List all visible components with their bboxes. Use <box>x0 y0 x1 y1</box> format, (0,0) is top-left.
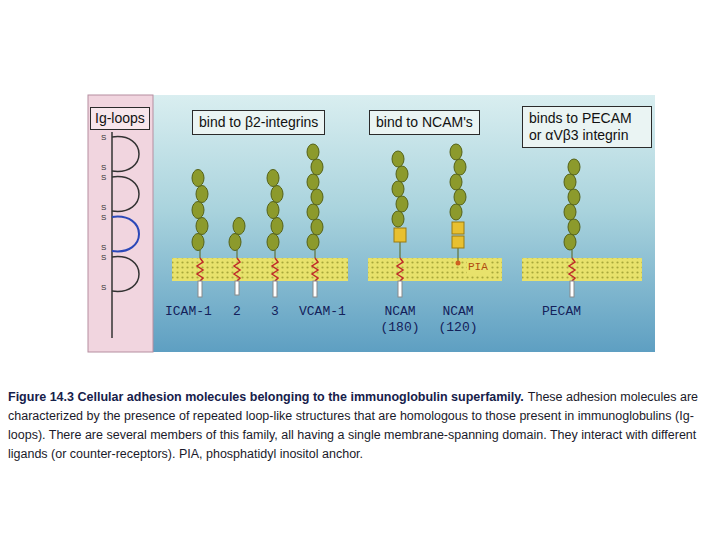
ig-domain <box>450 144 462 160</box>
transmembrane-segment <box>569 258 575 281</box>
box-text: bind to NCAM's <box>376 114 473 131</box>
anchor-label: PIA <box>467 261 489 274</box>
ig-domain <box>311 189 323 205</box>
ig-loop <box>112 177 139 212</box>
membrane <box>172 258 348 281</box>
molecule-name: ICAM-1 <box>165 304 212 320</box>
ig-domain <box>392 211 404 227</box>
ig-domain <box>192 170 204 187</box>
ig-loop <box>112 217 139 252</box>
box-text: binds to PECAM or αVβ3 integrin <box>529 110 645 144</box>
stem <box>200 250 201 258</box>
binding-label-box: bind to β2-integrins <box>192 110 325 135</box>
molecule-name: VCAM-1 <box>299 304 346 320</box>
figure-title: Figure 14.3 Cellular adhesion molecules … <box>8 390 524 404</box>
disulfide-mark: S <box>101 173 106 183</box>
ig-domain <box>307 144 319 160</box>
disulfide-mark: S <box>101 133 106 143</box>
molecule-name: NCAM (120) <box>436 304 480 335</box>
ig-domain <box>307 204 319 220</box>
ig-domain <box>196 218 208 235</box>
disulfide-mark: S <box>101 213 106 223</box>
ig-domain <box>392 181 404 197</box>
ig-domain <box>196 186 208 203</box>
ig-domain <box>568 159 580 175</box>
disulfide-mark: S <box>101 163 106 173</box>
ig-domain <box>454 189 466 205</box>
cytoplasmic-tail <box>398 281 402 297</box>
ig-domain <box>311 159 323 175</box>
box-text: bind to β2-integrins <box>199 114 318 131</box>
ig-domain <box>192 234 204 251</box>
ig-domain <box>568 219 580 235</box>
ig-domain <box>564 174 576 190</box>
transmembrane-segment <box>197 258 203 281</box>
disulfide-mark: S <box>101 253 106 263</box>
fibronectin-domain <box>452 222 464 234</box>
cytoplasmic-tail <box>273 281 277 297</box>
ig-domain <box>267 170 279 187</box>
disulfide-mark: S <box>101 283 106 293</box>
fibronectin-domain <box>394 228 406 242</box>
cytoplasmic-tail <box>570 281 574 297</box>
ig-domain <box>307 234 319 250</box>
disulfide-mark: S <box>101 203 106 213</box>
ig-domain <box>450 204 462 220</box>
stem <box>400 242 401 258</box>
transmembrane-segment <box>397 258 403 281</box>
ig-loop <box>112 257 139 292</box>
ig-domain <box>307 174 319 190</box>
molecule-name: 2 <box>233 304 241 320</box>
box-text: Ig-loops <box>95 110 145 127</box>
chain-line <box>111 132 113 338</box>
ig-domain <box>267 202 279 219</box>
ig-domain <box>396 196 408 212</box>
disulfide-mark: S <box>101 243 106 253</box>
stem <box>275 250 276 258</box>
binding-label-box: binds to PECAM or αVβ3 integrin <box>522 106 652 148</box>
scene-background <box>153 95 655 352</box>
cytoplasmic-tail <box>198 281 202 297</box>
figure-caption: Figure 14.3 Cellular adhesion molecules … <box>8 388 714 464</box>
transmembrane-segment <box>312 258 318 281</box>
ig-domain <box>454 159 466 175</box>
ig-domain <box>564 204 576 220</box>
membrane <box>368 258 502 281</box>
stem <box>237 250 238 258</box>
binding-label-box: bind to NCAM's <box>369 110 480 135</box>
ig-domain <box>229 234 241 251</box>
stem <box>315 250 316 258</box>
ig-domain <box>271 218 283 235</box>
molecule-name: PECAM <box>542 304 581 320</box>
fibronectin-domain <box>452 236 464 248</box>
ig-domain <box>564 234 576 250</box>
ig-domain <box>267 234 279 251</box>
transmembrane-segment <box>272 258 278 281</box>
molecule-name: NCAM (180) <box>378 304 422 335</box>
molecule-name: 3 <box>271 304 279 320</box>
membrane <box>522 258 642 281</box>
ig-loop-panel <box>88 95 153 352</box>
ig-domain <box>311 219 323 235</box>
ig-loop <box>112 137 139 172</box>
stem <box>458 248 459 262</box>
ig-domain <box>271 186 283 203</box>
cytoplasmic-tail <box>235 281 239 295</box>
panel-heading-box: Ig-loops <box>90 107 150 130</box>
ig-domain <box>450 174 462 190</box>
pi-anchor <box>456 261 461 266</box>
ig-domain <box>568 189 580 205</box>
transmembrane-segment <box>234 258 240 281</box>
ig-domain <box>233 218 245 235</box>
cytoplasmic-tail <box>313 281 317 297</box>
ig-domain <box>192 202 204 219</box>
ig-domain <box>392 151 404 167</box>
stem <box>572 250 573 258</box>
ig-domain <box>396 166 408 182</box>
